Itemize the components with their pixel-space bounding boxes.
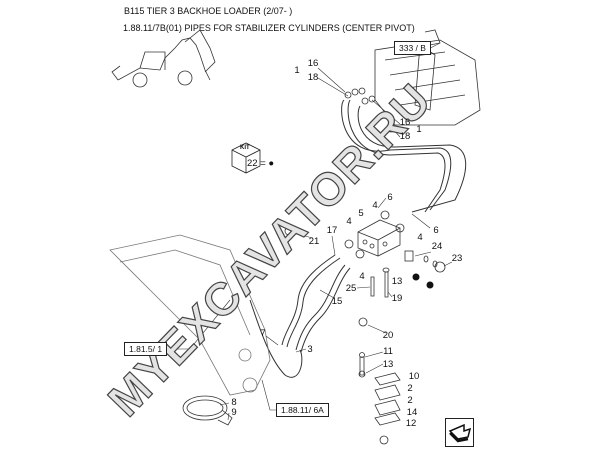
callout: 1: [294, 65, 300, 76]
callout: 2: [407, 395, 413, 406]
callout: 6: [387, 192, 393, 203]
callout: 1: [416, 124, 422, 135]
callout: 16: [307, 58, 319, 69]
next-page-button[interactable]: [445, 418, 474, 447]
callout: 17: [326, 225, 338, 236]
callout: 4: [417, 232, 423, 243]
callout: 13: [382, 359, 394, 370]
hose-clamp: [182, 395, 233, 426]
clip-assembly: [358, 317, 401, 445]
callout: 7: [260, 328, 266, 339]
callout: 4: [372, 200, 378, 211]
callout: 24: [431, 241, 443, 252]
callout: 9: [231, 407, 237, 418]
seals: [344, 87, 396, 133]
valve-block-5: [344, 210, 446, 273]
next-page-arrow-icon: [448, 423, 472, 443]
backhoe-thumbnail: [111, 29, 216, 88]
bolts: [284, 226, 390, 298]
kit-badge: KIT: [240, 145, 250, 151]
callout: 19: [391, 293, 403, 304]
ref-box-333-b[interactable]: 333 / B: [394, 41, 431, 55]
section-title: 1.88.11/7B(01) PIPES FOR STABILIZER CYLI…: [123, 23, 415, 33]
callout: 3: [307, 344, 313, 355]
callout: 12: [405, 418, 417, 429]
pipe-6: [341, 99, 467, 213]
callout: 20: [382, 330, 394, 341]
callout: 23: [451, 253, 463, 264]
callout: 4: [359, 271, 365, 282]
callout: 8: [231, 397, 237, 408]
callout: 13: [391, 276, 403, 287]
callout: 15: [331, 296, 343, 307]
model-title: B115 TIER 3 BACKHOE LOADER (2/07- ): [124, 6, 293, 16]
callout: 14: [406, 407, 418, 418]
kit-icon: KIT: [228, 140, 264, 174]
leader-lines: [168, 42, 453, 421]
callout: 21: [308, 236, 320, 247]
callout: 5: [358, 208, 364, 219]
callout: 2: [407, 383, 413, 394]
callout: 18: [307, 72, 319, 83]
callout: 11: [383, 346, 393, 357]
ref-box-1-88-11-6a[interactable]: 1.88.11/ 6A: [276, 403, 329, 417]
kit-label: 22 = ●: [247, 158, 275, 169]
stabilizer-frame: [109, 234, 271, 396]
callout: 10: [408, 371, 420, 382]
pipes-15-17: [249, 254, 351, 378]
callout: 4: [346, 216, 352, 227]
callout: 16: [399, 117, 411, 128]
sealing-washers: [412, 273, 434, 289]
callout: 25: [345, 283, 357, 294]
callout: 18: [399, 131, 411, 142]
callout: 6: [433, 225, 439, 236]
ref-box-1-81-5[interactable]: 1.81.5/ 1: [124, 342, 168, 356]
